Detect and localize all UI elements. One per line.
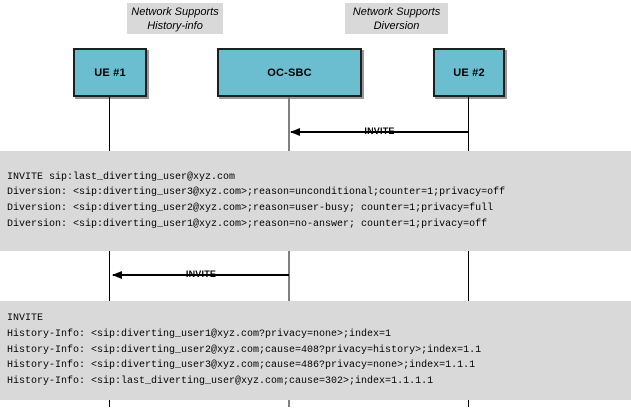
actor-label: OC-SBC [267, 66, 312, 79]
annotation-line: Network Supports [352, 5, 441, 18]
message-label-invite-2: INVITE [185, 269, 217, 279]
sip-header-line: Diversion: <sip:diverting_user2@xyz.com>… [7, 203, 494, 214]
annotation-network-supports-history-info: Network Supports History-info [127, 3, 223, 34]
arrowhead-left-icon [290, 128, 300, 136]
annotation-line: Network Supports [131, 5, 219, 18]
sip-header-line: INVITE sip:last_diverting_user@xyz.com [7, 171, 236, 183]
sip-header-line: INVITE [7, 313, 44, 325]
actor-label: UE #1 [94, 66, 126, 79]
lifeline-ue1 [109, 97, 110, 151]
actor-box-oc-sbc: OC-SBC [217, 48, 362, 97]
actor-box-ue2: UE #2 [433, 48, 505, 97]
sip-message-block-diversion: INVITE sip:last_diverting_user@xyz.com D… [0, 151, 631, 251]
sip-header-line: Diversion: <sip:diverting_user3@xyz.com>… [7, 187, 506, 199]
lifeline-ue2 [468, 97, 469, 151]
message-arrow-invite-1 [291, 131, 468, 133]
sip-header-line: Diversion: <sip:diverting_user1@xyz.com>… [7, 218, 488, 230]
message-arrow-invite-2 [113, 274, 289, 276]
sip-header-line: History-Info: <sip:diverting_user2@xyz.c… [7, 344, 482, 356]
lifeline-ue1 [109, 400, 110, 407]
lifeline-ue1 [109, 251, 110, 301]
arrowhead-left-icon [112, 271, 122, 279]
annotation-network-supports-diversion: Network Supports Diversion [345, 3, 448, 34]
sip-message-block-history-info: INVITE History-Info: <sip:diverting_user… [0, 301, 631, 400]
sip-header-line: History-Info: <sip:diverting_user1@xyz.c… [7, 328, 392, 340]
sip-header-line: History-Info: <sip:last_diverting_user@x… [7, 376, 434, 388]
actor-label: UE #2 [453, 66, 485, 79]
lifeline-oc-sbc [288, 97, 290, 151]
lifeline-oc-sbc [288, 400, 290, 407]
annotation-line: Diversion [373, 19, 420, 32]
annotation-line: History-info [147, 19, 203, 32]
message-label-invite-1: INVITE [364, 126, 395, 136]
lifeline-ue2 [468, 251, 469, 301]
sip-header-line: History-Info: <sip:diverting_user3@xyz.c… [7, 360, 476, 372]
actor-box-ue1: UE #1 [73, 48, 147, 97]
lifeline-oc-sbc [288, 251, 290, 301]
lifeline-ue2 [468, 400, 469, 407]
